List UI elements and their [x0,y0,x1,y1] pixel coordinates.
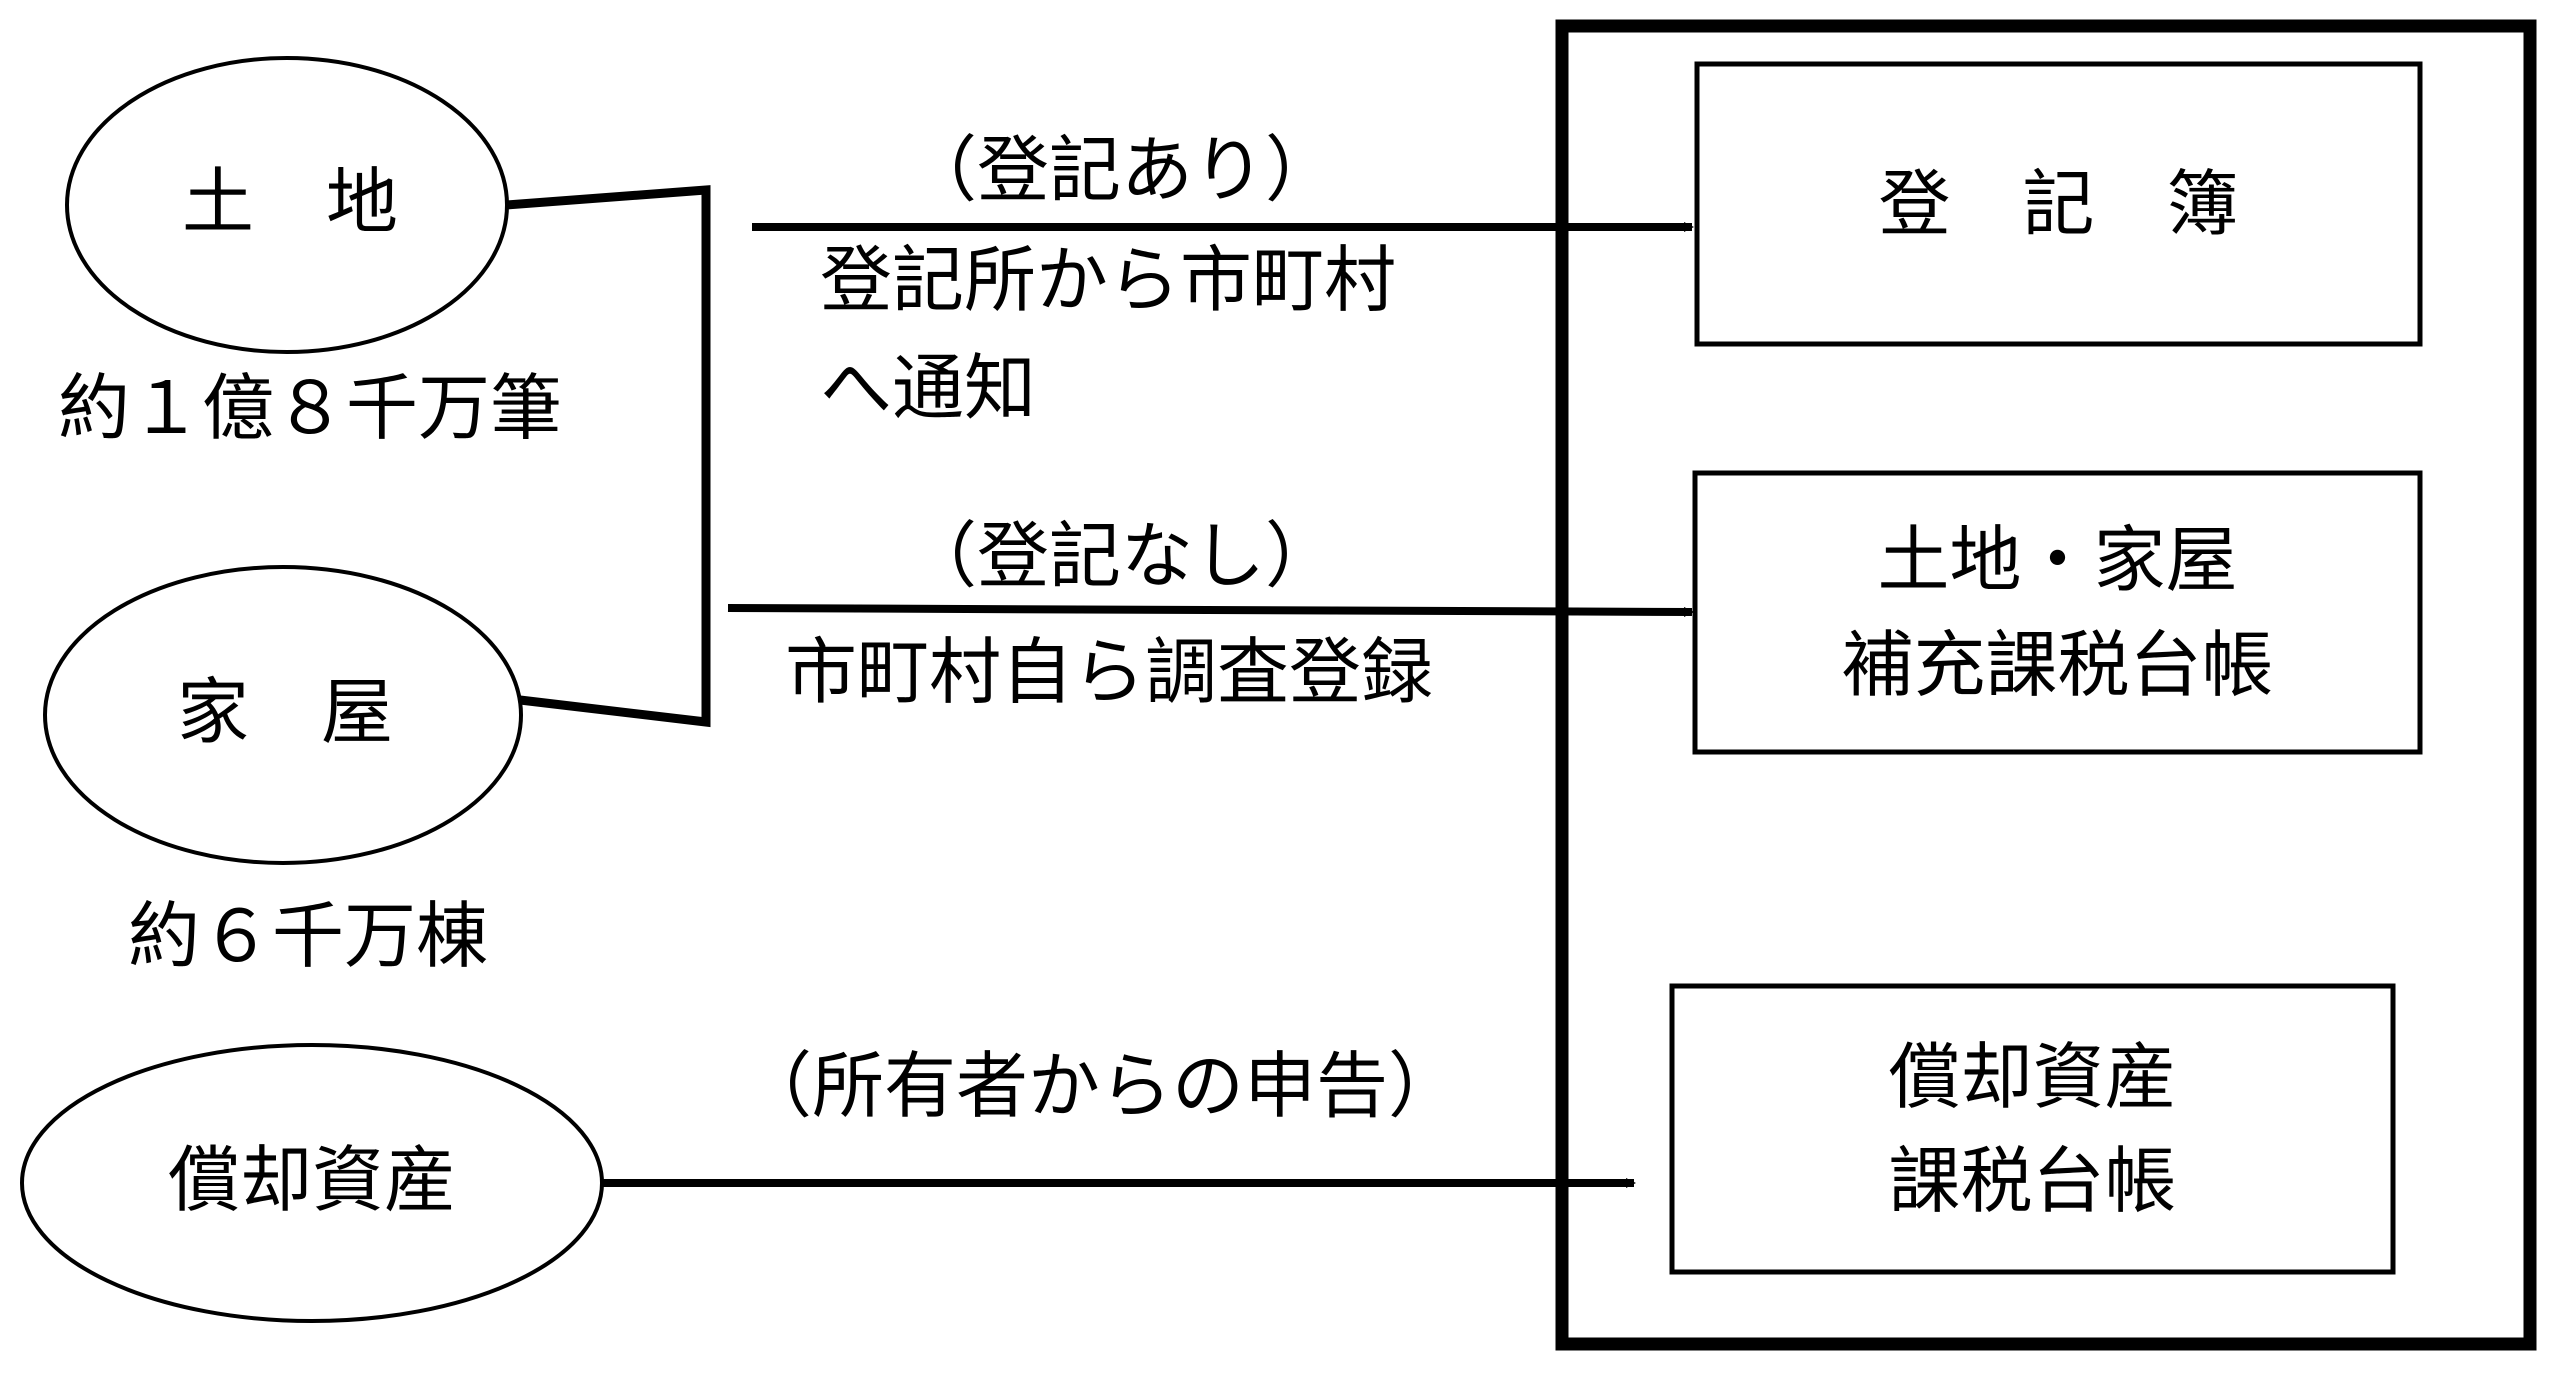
house-count: 約６千万棟 [128,894,489,978]
registered-desc-line-2: へ通知 [820,346,1037,430]
registry-line-1: 登 記 簿 [1878,161,2239,246]
supplementary-line-1: 土地・家屋 [1877,518,2238,603]
unregistered-desc: 市町村自ら調査登録 [785,630,1434,714]
depreciable-ledger-box [1669,983,2396,1275]
depreciable-ellipse [20,1043,604,1323]
declared-label: （所有者からの申告） [740,1044,1461,1128]
depreciable-ledger-line-1: 償却資産 [1888,1034,2177,1119]
land-house-bracket [506,185,711,728]
registry-text: 登 記 簿 [1697,64,2420,344]
house-ellipse [43,565,523,865]
registry-box [1694,61,2423,347]
supplementary-ledger-text: 土地・家屋 補充課税台帳 [1695,473,2420,752]
unregistered-label: （登記なし） [905,514,1338,598]
house-label: 家 屋 [176,670,393,754]
supplementary-line-2: 補充課税台帳 [1841,622,2274,707]
registered-label: （登記あり） [905,128,1338,212]
depreciable-ledger-text: 償却資産 課税台帳 [1672,986,2393,1272]
ledger-container [1555,19,2537,1351]
unregistered-arrow [727,604,1694,617]
land-label: 土 地 [181,160,398,244]
depreciable-ledger-line-2: 課税台帳 [1888,1139,2177,1223]
registered-desc-line-1: 登記所から市町村 [820,238,1397,322]
depreciable-label: 償却資産 [167,1138,456,1222]
supplementary-ledger-box [1692,470,2423,755]
land-count: 約１億８千万筆 [58,366,563,450]
